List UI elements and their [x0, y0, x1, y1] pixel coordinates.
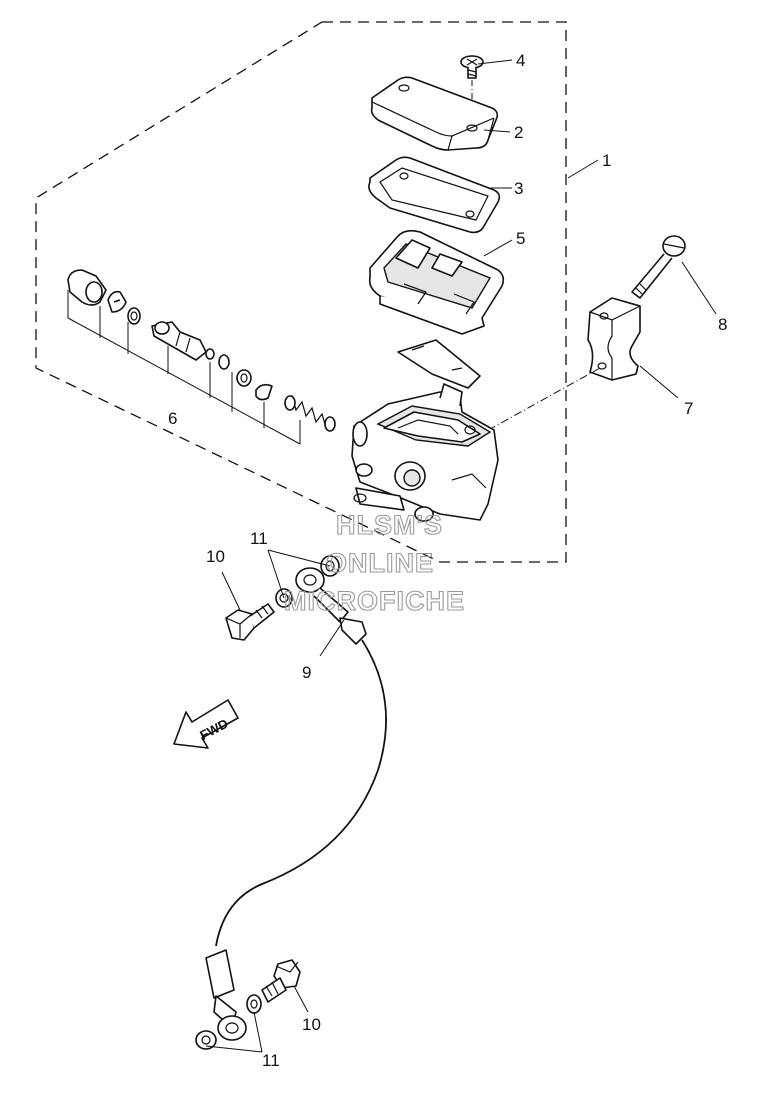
watermark: HLSM'S ONLINE MICROFICHE [283, 509, 465, 616]
callout-11-bottom: 11 [262, 1051, 280, 1070]
watermark-line-3: MICROFICHE [284, 586, 465, 616]
master-cylinder-body[interactable] [351, 383, 499, 522]
callout-10-bottom: 10 [302, 1015, 321, 1034]
protector-plate[interactable] [397, 339, 481, 389]
bolt-part-8[interactable] [631, 235, 686, 299]
part-6-leader-lines [67, 290, 301, 445]
assembly-boundary [35, 21, 567, 563]
watermark-line-2: ONLINE [326, 548, 434, 578]
callout-6: 6 [168, 409, 177, 428]
callout-4: 4 [516, 51, 525, 70]
reservoir-cap-part-2[interactable] [370, 76, 499, 151]
brake-hose-part-9[interactable] [205, 567, 387, 1041]
callout-3: 3 [514, 179, 523, 198]
union-bolt-part-10-top[interactable] [225, 603, 275, 641]
callout-10-top: 10 [206, 547, 225, 566]
callout-2: 2 [514, 123, 523, 142]
callout-11-top: 11 [250, 529, 268, 548]
piston-kit-part-6[interactable] [67, 269, 336, 432]
holder-bracket-part-7[interactable] [587, 297, 641, 381]
callout-1: 1 [602, 151, 611, 170]
callout-7: 7 [684, 399, 693, 418]
watermark-line-1: HLSM'S [336, 510, 443, 540]
union-bolt-part-10-bottom[interactable] [261, 959, 301, 1003]
diaphragm-part-5[interactable] [368, 229, 505, 335]
callout-5: 5 [516, 229, 525, 248]
callout-leaders [205, 59, 717, 1053]
callout-9: 9 [302, 663, 311, 682]
diaphragm-plate-part-3[interactable] [368, 156, 501, 234]
callout-8: 8 [718, 315, 727, 334]
alignment-line [491, 367, 601, 429]
fwd-direction-arrow: FWD [173, 699, 239, 749]
